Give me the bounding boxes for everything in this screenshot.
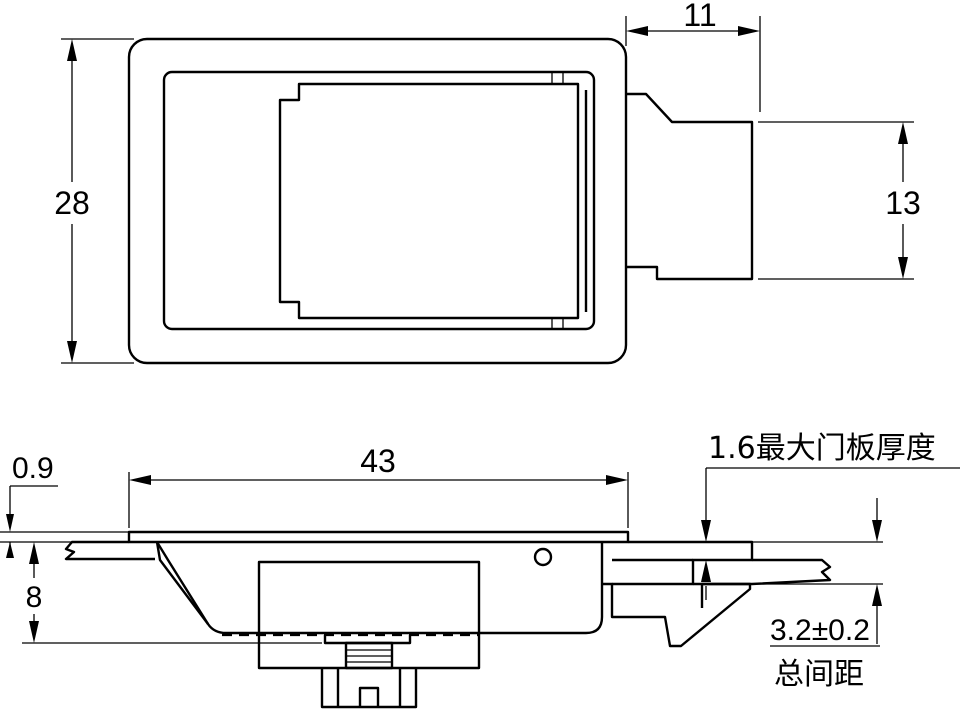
dimension-8-label: 8 — [26, 581, 43, 614]
dimension-28: 28 — [52, 38, 134, 364]
bottom-clip — [320, 668, 418, 709]
door-thickness-label: 1.6最大门板厚度 — [708, 431, 936, 466]
latch-bolt — [602, 582, 752, 648]
handle-paddle — [278, 82, 580, 320]
dimension-total-gap: 3.2±0.2 总间距 — [770, 498, 882, 692]
top-view: 11 28 13 — [52, 0, 924, 365]
side-lock-body — [626, 92, 754, 281]
pivot-hole — [533, 547, 553, 567]
dimension-11: 11 — [625, 0, 761, 112]
side-view: 43 0.9 8 1.6最大门板厚度 — [0, 431, 960, 709]
dimension-8: 8 — [20, 542, 322, 644]
total-gap-value: 3.2±0.2 — [770, 614, 870, 647]
dimension-13-label: 13 — [885, 185, 921, 221]
dimension-28-label: 28 — [54, 185, 90, 221]
recess — [162, 70, 596, 331]
total-gap-label: 总间距 — [774, 657, 864, 692]
dimension-11-label: 11 — [683, 0, 716, 33]
cylinder-block — [257, 560, 481, 670]
dimension-door-thickness: 1.6最大门板厚度 — [701, 431, 960, 600]
door-panel-left — [64, 540, 155, 561]
dimension-43-label: 43 — [360, 443, 396, 479]
door-panel-right — [612, 540, 754, 586]
door-break-right — [693, 558, 832, 586]
flange — [127, 530, 630, 544]
dimension-0-9-label: 0.9 — [12, 452, 54, 485]
dimension-43: 43 — [128, 443, 629, 528]
dimension-0-9: 0.9 — [0, 452, 129, 558]
lock-housing — [155, 541, 604, 635]
dimension-13: 13 — [758, 121, 924, 280]
outer-frame — [127, 37, 628, 365]
